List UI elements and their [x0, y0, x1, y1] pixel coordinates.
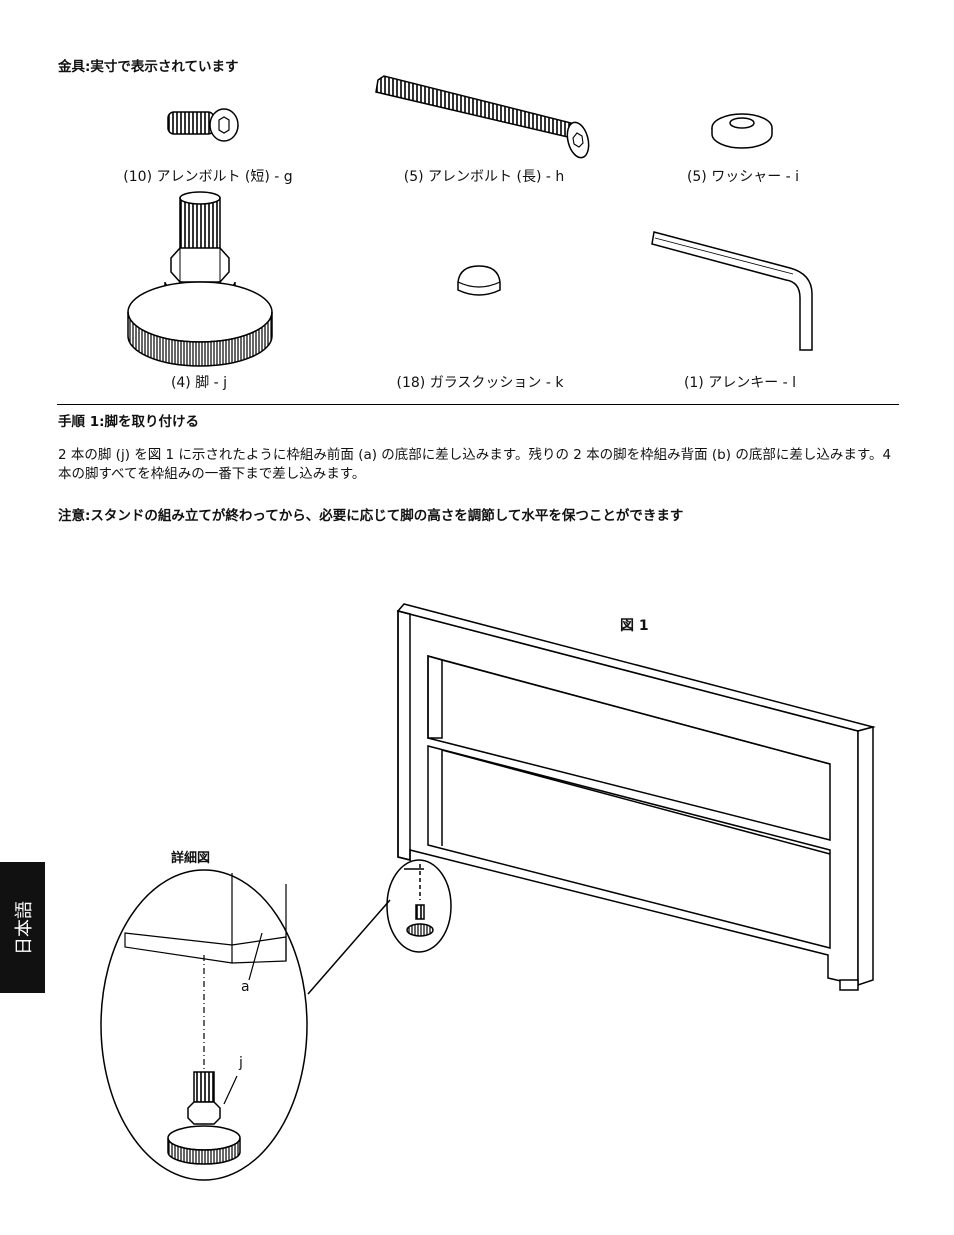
allen-key-icon	[651, 231, 813, 351]
part-a-label: a	[241, 979, 250, 995]
caption-long-allen-bolt: (5) アレンボルト (長) - h	[403, 169, 565, 185]
long-allen-bolt-icon	[375, 75, 590, 159]
hardware-title: 金具:実寸で表示されています	[58, 59, 239, 75]
language-tab-label: 日本語	[13, 900, 35, 955]
detail-zoom-circle	[307, 859, 452, 995]
step1-title: 手順 1:脚を取り付ける	[58, 414, 199, 430]
caption-leveling-foot: (4) 脚 - j	[170, 375, 228, 391]
glass-cushion-icon	[457, 265, 501, 296]
section-divider	[57, 404, 899, 405]
language-tab: 日本語	[0, 862, 45, 993]
detail-label: 詳細図	[171, 851, 211, 866]
caption-allen-key: (1) アレンキー - l	[683, 375, 797, 391]
washer-icon	[711, 113, 773, 149]
step1-body: 2 本の脚 (j) を図 1 に示されたように枠組み前面 (a) の底部に差し込…	[58, 447, 892, 482]
caption-glass-cushion: (18) ガラスクッション - k	[396, 375, 564, 391]
detail-view	[100, 869, 308, 1181]
caption-short-allen-bolt: (10) アレンボルト (短) - g	[123, 169, 293, 185]
caption-washer: (5) ワッシャー - i	[686, 169, 800, 185]
figure-label: 図 1	[620, 618, 649, 634]
leveling-foot-icon	[127, 191, 273, 367]
short-allen-bolt-icon	[167, 108, 239, 142]
step1-note: 注意:スタンドの組み立てが終わってから、必要に応じて脚の高さを調節して水平を保つ…	[58, 508, 684, 524]
part-j-label: j	[239, 1055, 243, 1071]
frame-drawing	[396, 603, 876, 991]
